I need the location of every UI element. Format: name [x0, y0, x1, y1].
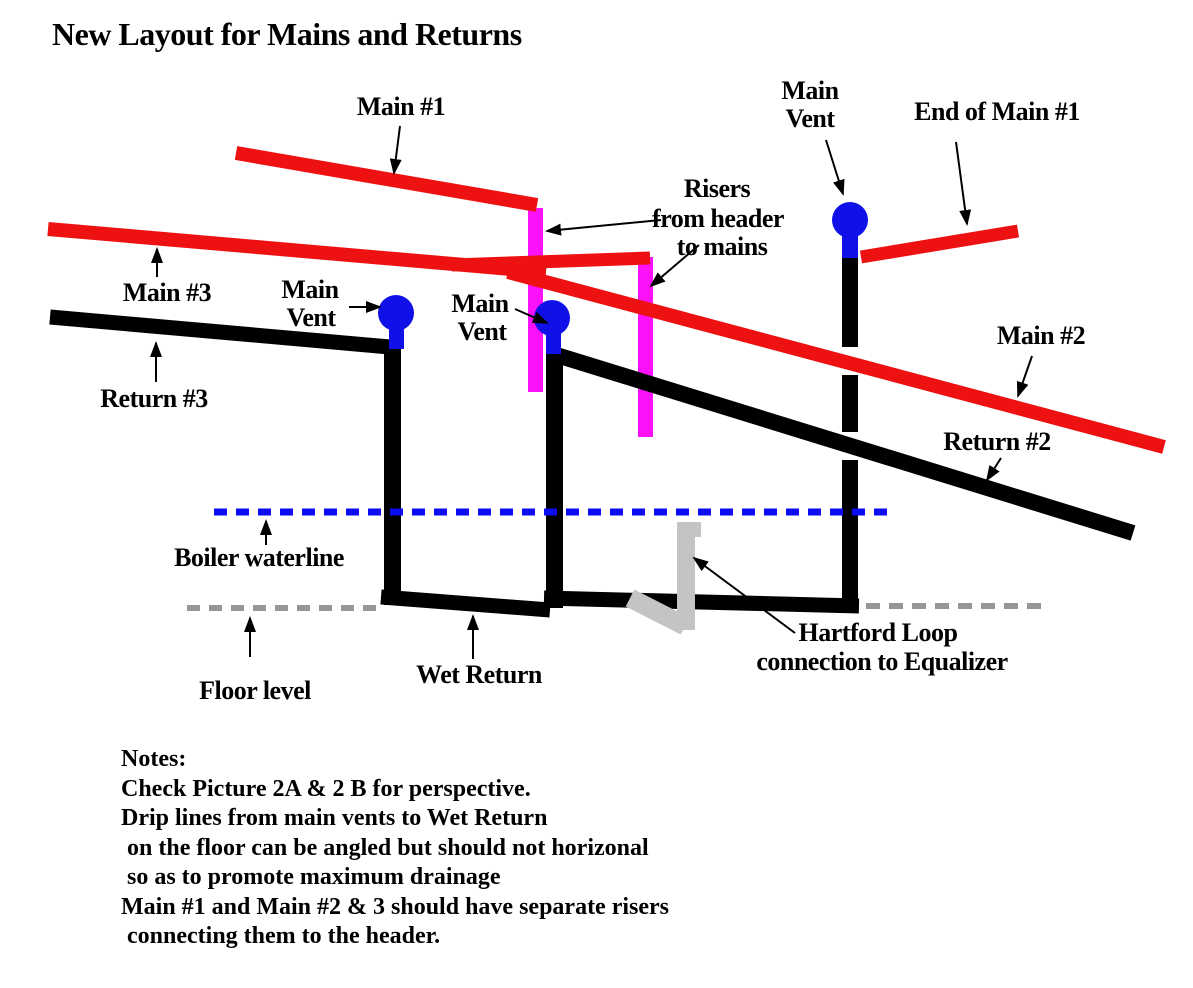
main3-label: Main #3	[123, 278, 212, 307]
main-vent1-icon	[378, 295, 414, 331]
main2-label: Main #2	[997, 321, 1085, 350]
main-vent3-label-line1: Main	[781, 76, 839, 105]
main-vent3-arrow	[825, 139, 845, 196]
wet-return-line-right	[543, 590, 860, 614]
main-vent3-icon	[832, 202, 868, 238]
notes-line: so as to promote maximum drainage	[121, 864, 501, 890]
main-vent3-stem	[842, 234, 858, 258]
hartford-loop-diagonal	[625, 589, 690, 635]
main1-label: Main #1	[357, 92, 445, 121]
return2-arrow	[985, 457, 1002, 482]
risers-label-line3: to mains	[677, 232, 768, 261]
risers-label-line2: from header	[652, 204, 784, 233]
return3-label: Return #3	[100, 384, 208, 413]
main-vent2-stem	[546, 332, 561, 354]
notes-line: Drip lines from main vents to Wet Return	[121, 805, 548, 831]
main1-arrow	[389, 125, 402, 175]
riser1-arrow	[545, 219, 662, 236]
notes-line: Notes:	[121, 746, 187, 772]
return2-label: Return #2	[943, 427, 1050, 456]
return3-line	[49, 309, 391, 355]
riser2-line	[638, 257, 653, 437]
return2-line	[547, 345, 1136, 541]
boiler-waterline-label: Boiler waterline	[174, 543, 344, 572]
main-vent2-icon	[534, 300, 570, 336]
wet-return-line-left	[380, 589, 551, 618]
equalizer-line-upper	[842, 257, 858, 347]
wet-return-label: Wet Return	[416, 660, 543, 689]
main-vent1-label-line2: Vent	[286, 303, 336, 332]
end-of-main1-arrow	[955, 141, 972, 226]
main1-line	[234, 146, 539, 212]
riser2-arrow	[649, 244, 700, 288]
main-vent3-label-line2: Vent	[785, 104, 835, 133]
main-vent2-arrow	[514, 308, 549, 324]
riser1-line	[528, 208, 543, 392]
hartford-loop-shape	[677, 522, 701, 630]
floor-level-label: Floor level	[199, 676, 311, 705]
risers-label-line1: Risers	[684, 174, 751, 203]
equalizer-line-middle	[842, 375, 858, 432]
notes-line: Check Picture 2A & 2 B for perspective.	[121, 775, 531, 802]
main2-arrow	[1016, 355, 1033, 398]
notes-line: connecting them to the header.	[121, 923, 441, 949]
end-of-main1-label: End of Main #1	[914, 97, 1080, 126]
page-title: New Layout for Mains and Returns	[52, 16, 522, 52]
drip1-line	[384, 345, 401, 605]
hartford-label-line2: connection to Equalizer	[756, 647, 1007, 676]
end-of-main1-line	[859, 224, 1020, 264]
hartford-arrow	[692, 556, 796, 634]
notes-line: on the floor can be angled but should no…	[121, 834, 649, 861]
main-vent2-label-line2: Vent	[457, 317, 507, 346]
header-line	[451, 251, 651, 272]
drip2-line	[546, 352, 563, 608]
main-vent2-label-line1: Main	[451, 289, 509, 318]
main-vent1-stem	[389, 327, 404, 349]
main2-line	[506, 265, 1166, 454]
main-vent1-label-line1: Main	[281, 275, 339, 304]
equalizer-line-lower	[842, 460, 858, 600]
notes-line: Main #1 and Main #2 & 3 should have sepa…	[121, 893, 670, 920]
hartford-label-line1: Hartford Loop	[799, 618, 958, 647]
notes-block: Notes: Check Picture 2A & 2 B for perspe…	[121, 745, 669, 952]
